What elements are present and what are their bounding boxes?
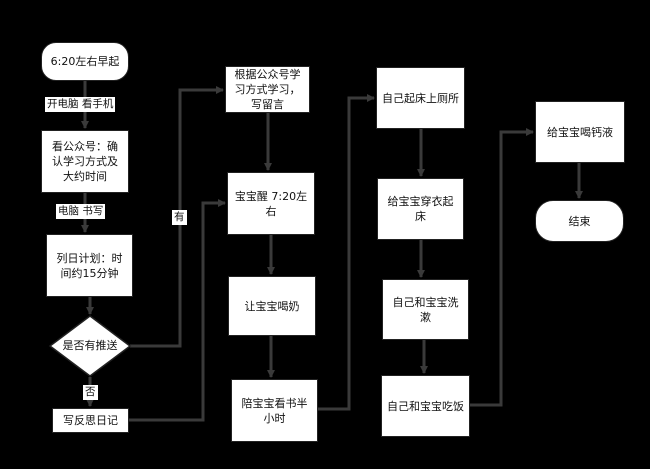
node-dress-baby: 给宝宝穿衣起床 [377, 178, 464, 240]
edge-eat-to-calcium [470, 128, 534, 407]
node-baby-wakes: 宝宝醒 7:20左右 [227, 172, 315, 235]
node-check-wechat: 看公众号：确认学习方式及大约时间 [41, 130, 129, 193]
edge-reflection-to-babywake [129, 199, 226, 422]
node-eat-meal: 自己和宝宝吃饭 [381, 375, 470, 437]
node-end: 结束 [535, 200, 624, 242]
node-calcium: 给宝宝喝钙液 [535, 101, 625, 163]
node-wash-up: 自己和宝宝洗漱 [382, 279, 469, 340]
node-feed-milk: 让宝宝喝奶 [228, 276, 316, 336]
edge-label-no: 否 [83, 385, 98, 400]
node-self-toilet: 自己起床上厕所 [376, 67, 465, 129]
edge-label-computer-writing: 电脑 书写 [56, 204, 106, 219]
edge-label-yes: 有 [172, 210, 187, 225]
node-read-books: 陪宝宝看书半小时 [231, 379, 318, 442]
node-has-push: 是否有推送 [62, 339, 118, 352]
node-daily-plan: 列日计划：时间约15分钟 [46, 234, 133, 297]
edge-books-to-toilet [318, 94, 375, 411]
node-wake-up: 6:20左右早起 [41, 42, 129, 81]
edge-label-computer-phone: 开电脑 看手机 [45, 97, 116, 112]
node-study-by-wechat: 根据公众号学习方式学习，写留言 [225, 66, 310, 113]
decision-diamond-shape [48, 315, 132, 377]
node-reflection: 写反思日记 [52, 408, 129, 433]
